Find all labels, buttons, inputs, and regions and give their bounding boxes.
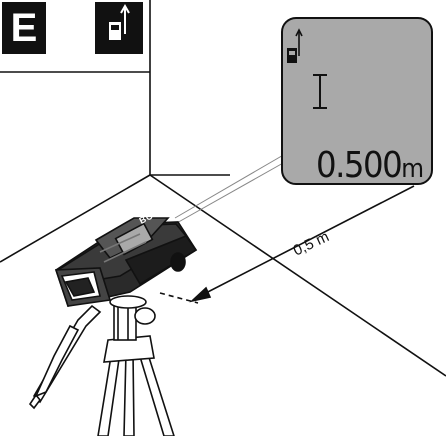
- text-cursor-icon: [313, 74, 327, 109]
- display-mode-icon: [287, 28, 303, 63]
- distance-reading: 0.500m: [316, 145, 424, 186]
- laser-beam: [174, 149, 293, 225]
- rear-reference-icon: [95, 2, 143, 54]
- distance-unit: m: [401, 154, 424, 184]
- dimension-arrow: [159, 185, 415, 304]
- laser-device: [54, 217, 198, 307]
- room-corner: [0, 0, 446, 377]
- tripod: [28, 295, 176, 437]
- display-callout: [281, 17, 433, 185]
- distance-value: 0.500: [316, 145, 403, 186]
- rear-reference-glyph: [109, 3, 130, 40]
- figure-letter: E: [2, 2, 46, 54]
